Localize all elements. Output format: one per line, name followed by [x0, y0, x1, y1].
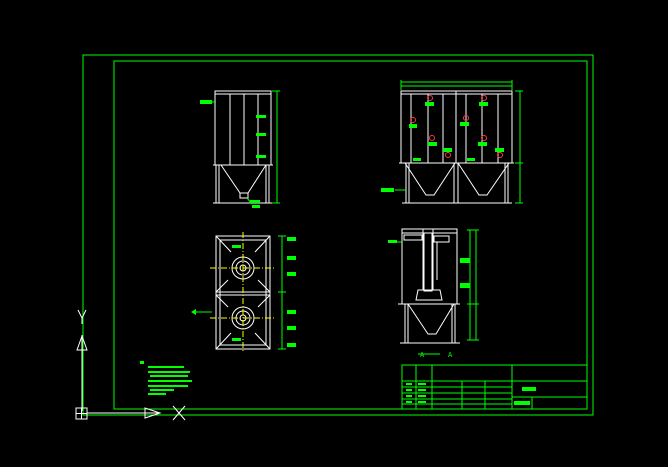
- front-elevation-view[interactable]: [200, 90, 280, 208]
- title-block[interactable]: [401, 364, 588, 410]
- section-letter-left: A: [420, 351, 425, 359]
- technical-notes: [140, 361, 192, 395]
- outer-sheet-frame: [82, 54, 594, 416]
- plan-view[interactable]: [191, 232, 296, 353]
- section-a-a-view[interactable]: A A: [388, 228, 479, 359]
- section-letter-right: A: [448, 351, 453, 359]
- side-elevation-view[interactable]: [381, 80, 523, 204]
- ucs-icon: [75, 309, 186, 421]
- inner-drawing-border: [113, 60, 588, 410]
